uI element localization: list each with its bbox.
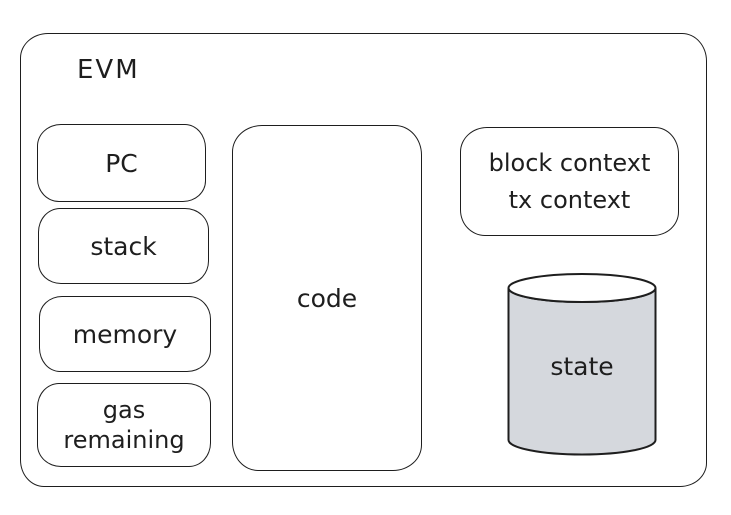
gas-remaining-label-line1: gas [102,396,146,424]
memory-box: memory [39,296,211,372]
gas-remaining-label-line2: remaining [63,426,185,454]
evm-container-box: EVM PC stack memory gas remaining code b… [20,33,707,487]
state-cylinder: state [507,272,657,457]
evm-title: EVM [77,55,140,85]
cylinder-shape [507,273,657,456]
code-label: code [296,283,358,313]
stack-box: stack [38,208,209,284]
block-context-label: block context [488,148,651,177]
memory-label: memory [72,319,178,349]
gas-remaining-box: gas remaining [37,383,211,467]
state-label: state [550,352,614,381]
pc-label: PC [105,148,138,178]
code-box: code [232,125,422,471]
stack-label: stack [90,231,157,261]
tx-context-label: tx context [508,185,631,214]
pc-box: PC [37,124,206,202]
context-box: block context tx context [460,127,679,236]
